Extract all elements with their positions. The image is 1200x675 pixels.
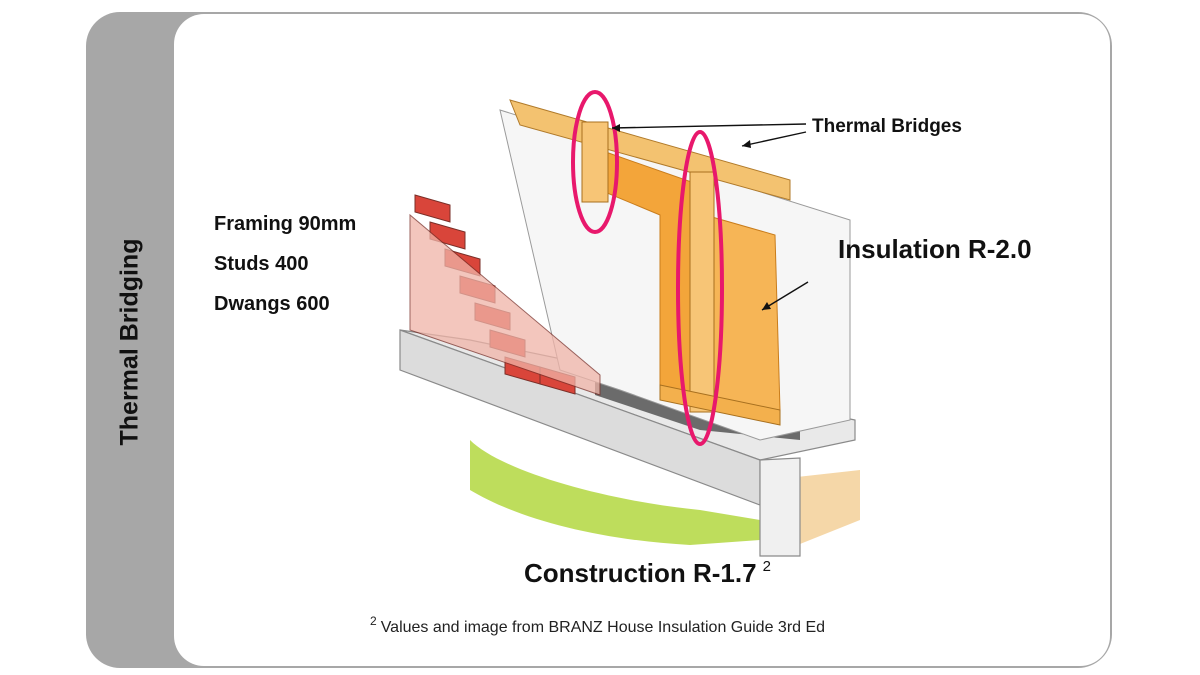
label-thermal-bridges: Thermal Bridges (812, 116, 962, 137)
stud-2 (689, 171, 715, 413)
footnote-marker: 2 (370, 614, 377, 628)
stud-1 (581, 121, 609, 203)
label-construction: Construction R-1.7 2 (524, 558, 771, 589)
bottom-plate (659, 384, 781, 426)
spec-studs: Studs 400 (214, 253, 309, 275)
arrow-heads (612, 124, 771, 310)
label-construction-ref: 2 (762, 558, 771, 575)
spec-dwangs: Dwangs 600 (214, 293, 330, 315)
label-insulation: Insulation R-2.0 (838, 234, 1032, 264)
top-plate (509, 99, 791, 201)
footnote-text: Values and image from BRANZ House Insula… (380, 619, 826, 636)
grass-area (470, 440, 760, 545)
thermal-bridge-highlight-1 (571, 90, 619, 234)
thermal-bridge-highlight-2 (676, 130, 724, 446)
foundation-edge (759, 457, 801, 557)
leader-arrows (611, 123, 809, 311)
spec-framing: Framing 90mm (214, 213, 357, 235)
brick-veneer (409, 194, 601, 396)
label-construction-text: Construction R-1.7 (524, 558, 757, 588)
